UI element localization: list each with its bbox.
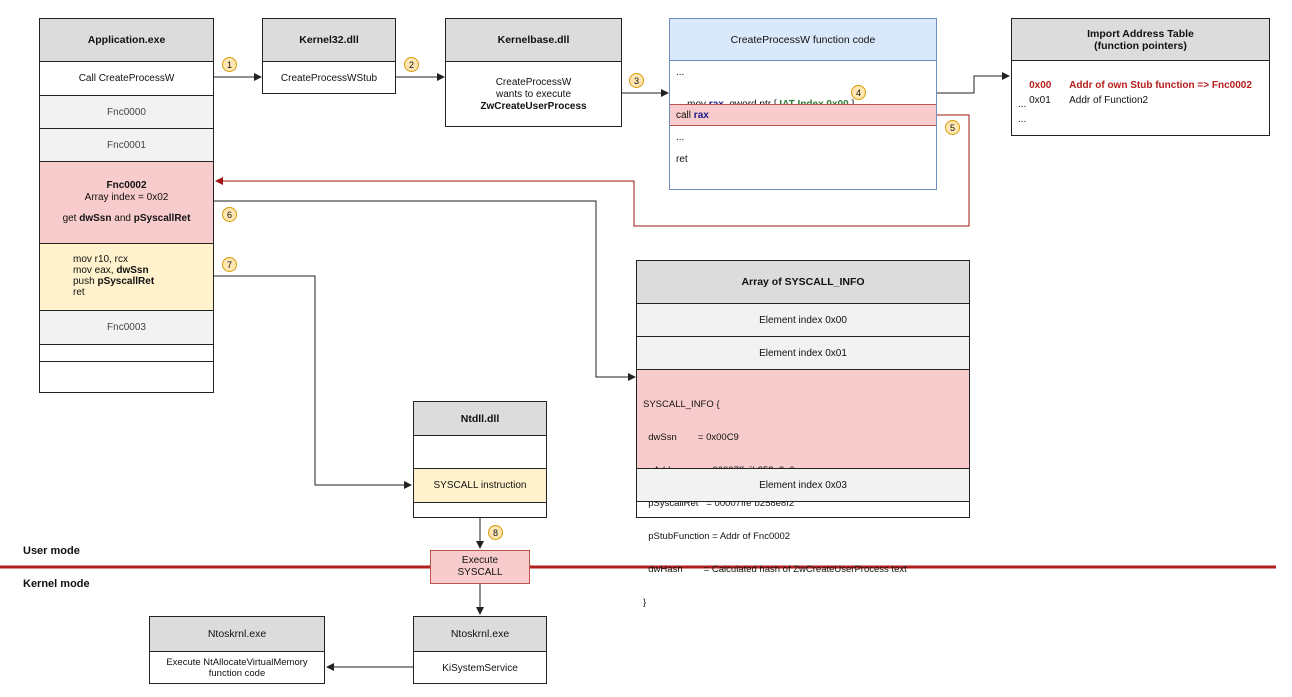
fnc0001-row: Fnc0001: [40, 128, 213, 161]
kernelbase-body: CreateProcessW wants to execute ZwCreate…: [446, 61, 621, 127]
syscall-info-struct: SYSCALL_INFO { dwSsn = 0x00C9 pAddress =…: [637, 369, 969, 608]
iat-title: Import Address Table (function pointers): [1012, 19, 1269, 61]
step-badge-8: 8: [488, 525, 503, 540]
syscall-element-0x00: Element index 0x00: [637, 303, 969, 336]
step-badge-1: 1: [222, 57, 237, 72]
empty-row-2: [40, 361, 213, 393]
code-ret-line: ret: [676, 154, 688, 165]
application-exe-box: Application.exe Call CreateProcessW Fnc0…: [39, 18, 214, 393]
syscall-instruction-row: SYSCALL instruction: [414, 468, 546, 502]
step-badge-6: 6: [222, 207, 237, 222]
kernelbase-dll-title: Kernelbase.dll: [446, 19, 621, 61]
fnc0003-row: Fnc0003: [40, 310, 213, 344]
iat-row-2: ...: [1018, 99, 1027, 110]
syscall-element-0x01: Element index 0x01: [637, 336, 969, 369]
syscall-info-line-6: }: [643, 597, 647, 608]
step-badge-2: 2: [404, 57, 419, 72]
ntdll-dll-box: Ntdll.dll SYSCALL instruction: [413, 401, 547, 518]
syscall-stub-asm-row: mov r10, rcx mov eax, dwSsn push pSyscal…: [40, 243, 213, 310]
code-call-rax-line: call rax: [670, 104, 936, 126]
createprocesswstub-row: CreateProcessWStub: [263, 61, 395, 94]
kernelbase-dll-box: Kernelbase.dll CreateProcessW wants to e…: [445, 18, 622, 127]
step-badge-5: 5: [945, 120, 960, 135]
step-badge-4: 4: [851, 85, 866, 100]
asm-line-4: ret: [73, 287, 85, 298]
arrow-step-4: [936, 72, 1010, 94]
arrow-step-7: [213, 275, 412, 489]
ntdll-empty-row: [414, 435, 546, 468]
createprocessw-code-title: CreateProcessW function code: [670, 19, 936, 61]
iat-row-3: ...: [1018, 114, 1027, 125]
execute-syscall-box: Execute SYSCALL: [430, 550, 530, 584]
ntallocate-code-row: Execute NtAllocateVirtualMemory function…: [150, 651, 324, 684]
application-exe-title: Application.exe: [40, 19, 213, 61]
ntdll-dll-title: Ntdll.dll: [414, 402, 546, 435]
kernel32-dll-box: Kernel32.dll CreateProcessWStub: [262, 18, 396, 94]
syscall-info-line-1: dwSsn = 0x00C9: [643, 432, 739, 443]
fnc0002-title: Fnc0002: [106, 180, 147, 191]
syscall-info-line-5: dwHash = Calculated hash of ZwCreateUser…: [643, 564, 907, 575]
fnc0000-row: Fnc0000: [40, 95, 213, 128]
syscall-array-empty-row: [637, 501, 969, 518]
code-dots-2: ...: [676, 132, 685, 143]
asm-line-2: mov eax, dwSsn: [73, 265, 149, 276]
ntoskrnl-main-title: Ntoskrnl.exe: [414, 617, 546, 651]
fnc0002-get-line: get dwSsn and pSyscallRet: [62, 213, 191, 224]
syscall-info-line-0: SYSCALL_INFO {: [643, 399, 720, 410]
kernel-mode-label: Kernel mode: [23, 578, 90, 590]
arrow-step-5: [215, 114, 970, 227]
step-badge-3: 3: [629, 73, 644, 88]
syscall-info-line-3: pSyscallRet = 00007ffe`b258e8f2: [643, 498, 795, 509]
asm-line-3: push pSyscallRet: [73, 276, 155, 287]
user-mode-label: User mode: [23, 545, 80, 557]
ntoskrnl-main-box: Ntoskrnl.exe KiSystemService: [413, 616, 547, 684]
ntoskrnl-left-box: Ntoskrnl.exe Execute NtAllocateVirtualMe…: [149, 616, 325, 684]
syscall-info-line-4: pStubFunction = Addr of Fnc0002: [643, 531, 791, 542]
ntdll-empty-row-2: [414, 502, 546, 518]
createprocessw-code-box: CreateProcessW function code ... mov rax…: [669, 18, 937, 190]
syscall-element-0x03: Element index 0x03: [637, 468, 969, 501]
kernel32-dll-title: Kernel32.dll: [263, 19, 395, 61]
step-badge-7: 7: [222, 257, 237, 272]
fnc0002-row: Fnc0002 Array index = 0x02 get dwSsn and…: [40, 161, 213, 243]
fnc0002-array-index: Array index = 0x02: [84, 192, 169, 203]
kisystemservice-row: KiSystemService: [414, 651, 546, 684]
asm-line-1: mov r10, rcx: [73, 254, 129, 265]
call-createprocessw-row: Call CreateProcessW: [40, 61, 213, 95]
import-address-table-box: Import Address Table (function pointers)…: [1011, 18, 1270, 136]
code-dots-1: ...: [676, 67, 685, 78]
syscall-info-array-box: Array of SYSCALL_INFO Element index 0x00…: [636, 260, 970, 608]
ntoskrnl-left-title: Ntoskrnl.exe: [150, 617, 324, 651]
syscall-info-array-title: Array of SYSCALL_INFO: [637, 261, 969, 303]
empty-row-1: [40, 344, 213, 361]
arrow-step-6: [213, 200, 636, 381]
